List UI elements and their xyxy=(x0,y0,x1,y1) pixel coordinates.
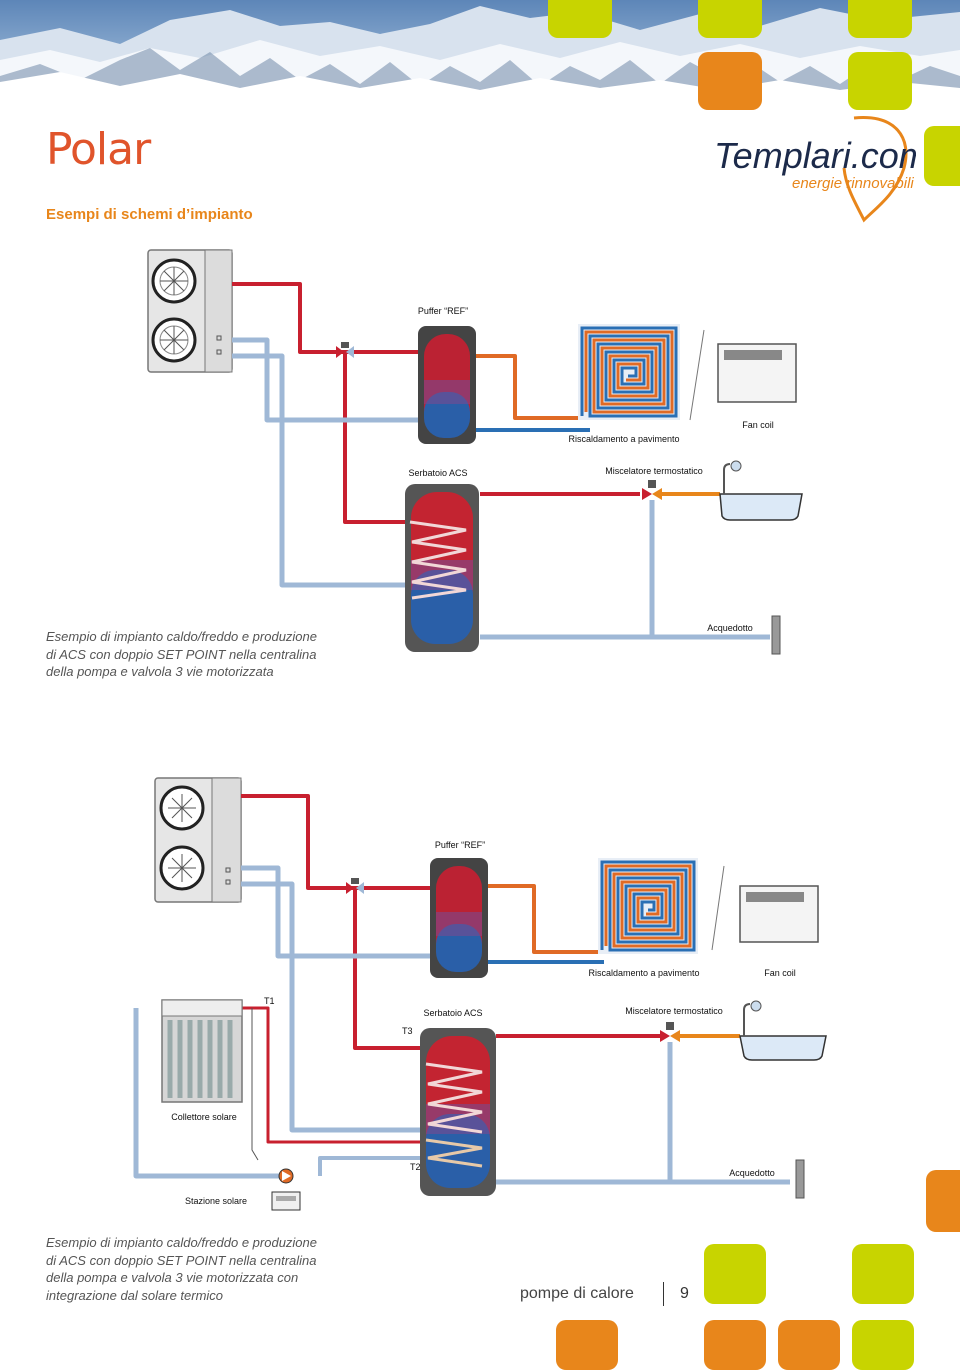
tank-label-2: Serbatoio ACS xyxy=(423,1008,482,1018)
fancoil-label: Fan coil xyxy=(742,420,774,430)
aqueduct-inlet-2 xyxy=(795,1159,805,1199)
decor-square xyxy=(698,0,762,38)
logo-name: Templari.com xyxy=(714,135,916,176)
collector-label: Collettore solare xyxy=(171,1112,237,1122)
decor-square xyxy=(698,52,762,110)
fancoil-label-2: Fan coil xyxy=(764,968,796,978)
fan-coil xyxy=(717,343,797,403)
puffer-label-2: Puffer “REF” xyxy=(435,840,485,850)
acs-tank-2 xyxy=(420,1028,496,1196)
puffer-tank xyxy=(418,326,476,444)
thermostatic-mixer xyxy=(642,480,662,500)
mixer-label-2: Miscelatore termostatico xyxy=(625,1006,723,1016)
puffer-label: Puffer “REF” xyxy=(418,306,468,316)
solar-collector xyxy=(161,999,243,1103)
floor-label-2: Riscaldamento a pavimento xyxy=(588,968,699,978)
decor-square xyxy=(926,1170,960,1232)
aqueduct-inlet xyxy=(771,615,781,655)
footer-section: pompe di calore xyxy=(520,1285,634,1302)
solar-station xyxy=(271,1168,301,1211)
page-title: Polar xyxy=(46,124,151,175)
heat-pump-unit-2 xyxy=(154,777,242,903)
decor-square xyxy=(704,1244,766,1304)
acs-tank xyxy=(405,484,479,652)
templari-logo: Templari.com energie rinnovabili xyxy=(714,116,916,223)
logo-tagline: energie rinnovabili xyxy=(792,175,914,192)
station-label: Stazione solare xyxy=(185,1196,247,1206)
decor-square xyxy=(848,52,912,110)
decor-square xyxy=(852,1244,914,1304)
caption-1: Esempio di impianto caldo/freddo e produ… xyxy=(46,629,318,679)
puffer-tank-2 xyxy=(430,858,488,978)
t1-label: T1 xyxy=(264,996,275,1006)
diagram-1: Puffer “REF” Riscaldamento a pavimento F… xyxy=(147,249,803,655)
three-way-valve-2 xyxy=(346,878,364,894)
thermostatic-mixer-2 xyxy=(660,1022,680,1042)
footer-divider xyxy=(663,1282,664,1306)
decor-square xyxy=(924,126,960,186)
mixer-label: Miscelatore termostatico xyxy=(605,466,703,476)
tank-label: Serbatoio ACS xyxy=(408,468,467,478)
page-number: 9 xyxy=(680,1285,689,1302)
floor-heating-2 xyxy=(598,858,698,954)
caption-2: Esempio di impianto caldo/freddo e produ… xyxy=(46,1235,318,1303)
bathtub-2 xyxy=(739,1000,827,1061)
t3-label: T3 xyxy=(402,1026,413,1036)
floor-label: Riscaldamento a pavimento xyxy=(568,434,679,444)
decor-square xyxy=(548,0,612,38)
decor-square xyxy=(848,0,912,38)
page-subtitle: Esempi di schemi d’impianto xyxy=(46,206,253,223)
fan-coil-2 xyxy=(739,885,819,943)
aqueduct-label-2: Acquedotto xyxy=(729,1168,775,1178)
t2-label: T2 xyxy=(410,1162,421,1172)
bathtub xyxy=(719,460,803,521)
heat-pump-unit xyxy=(147,249,233,373)
aqueduct-label: Acquedotto xyxy=(707,623,753,633)
three-way-valve xyxy=(336,342,354,358)
floor-heating xyxy=(578,324,680,420)
